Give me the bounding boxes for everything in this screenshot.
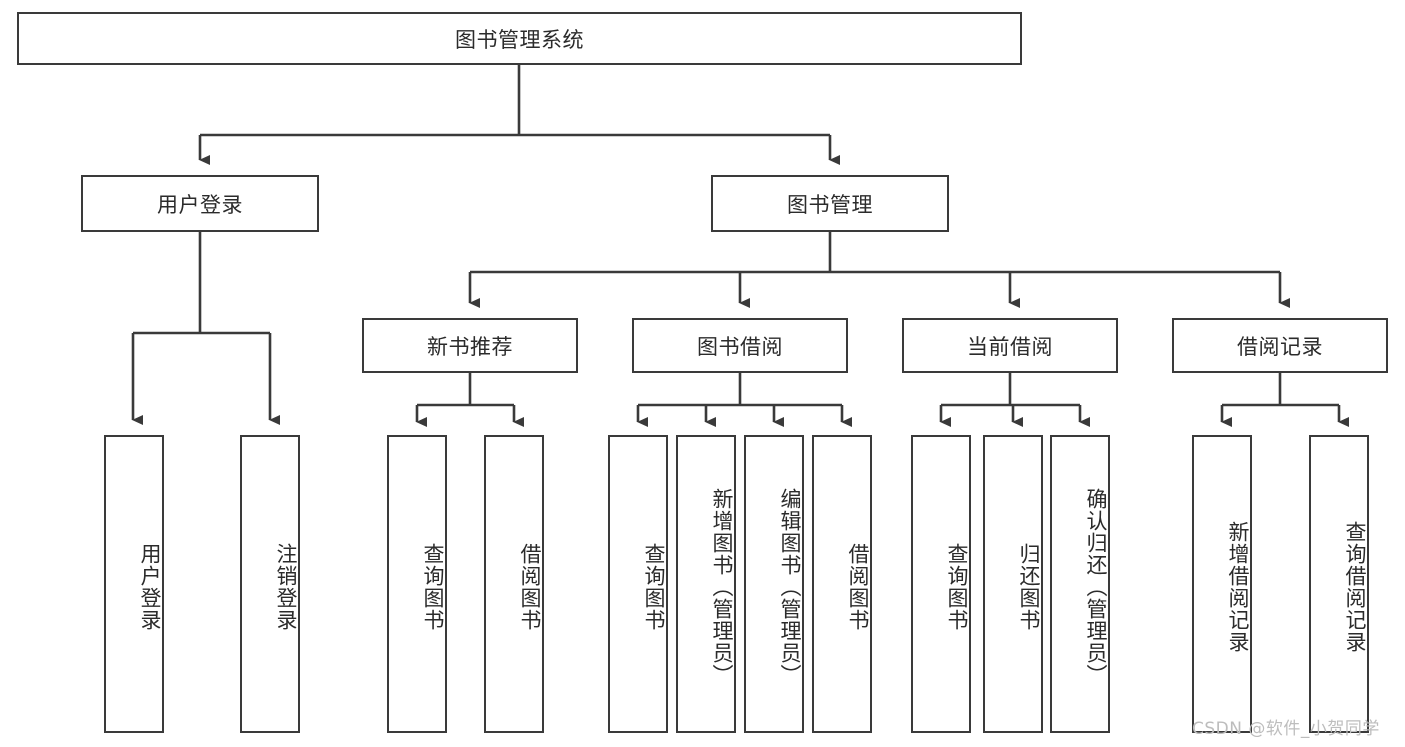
node-label: 图书管理 [787,192,873,217]
node-leaf-borrow-book-2[interactable]: 借阅图书 [812,435,872,733]
node-leaf-add-borrow-record[interactable]: 新增借阅记录 [1192,435,1252,733]
node-leaf-add-book-admin[interactable]: 新增图书（管理员） [676,435,736,733]
node-leaf-borrow-book-1[interactable]: 借阅图书 [484,435,544,733]
node-label: 新增借阅记录 [1226,521,1250,653]
node-label: 编辑图书（管理员） [778,488,802,686]
node-label: 新书推荐 [427,334,513,359]
node-book-management[interactable]: 图书管理 [711,175,949,232]
node-label: 查询图书 [642,543,666,631]
node-label: 注销登录 [274,543,298,631]
node-leaf-edit-book-admin[interactable]: 编辑图书（管理员） [744,435,804,733]
node-root-system[interactable]: 图书管理系统 [17,12,1022,65]
node-label: 新增图书（管理员） [710,488,734,686]
node-current-borrow[interactable]: 当前借阅 [902,318,1118,373]
node-label: 查询图书 [421,543,445,631]
node-label: 归还图书 [1017,543,1041,631]
node-label: 查询借阅记录 [1343,521,1367,653]
node-label: 借阅图书 [846,543,870,631]
node-leaf-query-book-1[interactable]: 查询图书 [387,435,447,733]
node-leaf-query-book-2[interactable]: 查询图书 [608,435,668,733]
node-label: 确认归还（管理员） [1084,488,1108,686]
node-leaf-query-book-3[interactable]: 查询图书 [911,435,971,733]
node-label: 借阅图书 [518,543,542,631]
node-leaf-return-book[interactable]: 归还图书 [983,435,1043,733]
node-label: 图书借阅 [697,334,783,359]
node-user-login[interactable]: 用户登录 [81,175,319,232]
node-new-book-recommend[interactable]: 新书推荐 [362,318,578,373]
node-leaf-user-login[interactable]: 用户登录 [104,435,164,733]
node-leaf-query-borrow-record[interactable]: 查询借阅记录 [1309,435,1369,733]
node-label: 用户登录 [157,192,243,217]
node-label: 当前借阅 [967,334,1053,359]
node-label: 用户登录 [138,543,162,631]
node-leaf-logout-login[interactable]: 注销登录 [240,435,300,733]
node-label: 查询图书 [945,543,969,631]
node-borrow-record[interactable]: 借阅记录 [1172,318,1388,373]
node-label: 图书管理系统 [455,27,584,52]
node-book-borrow[interactable]: 图书借阅 [632,318,848,373]
node-label: 借阅记录 [1237,334,1323,359]
node-leaf-confirm-return-admin[interactable]: 确认归还（管理员） [1050,435,1110,733]
